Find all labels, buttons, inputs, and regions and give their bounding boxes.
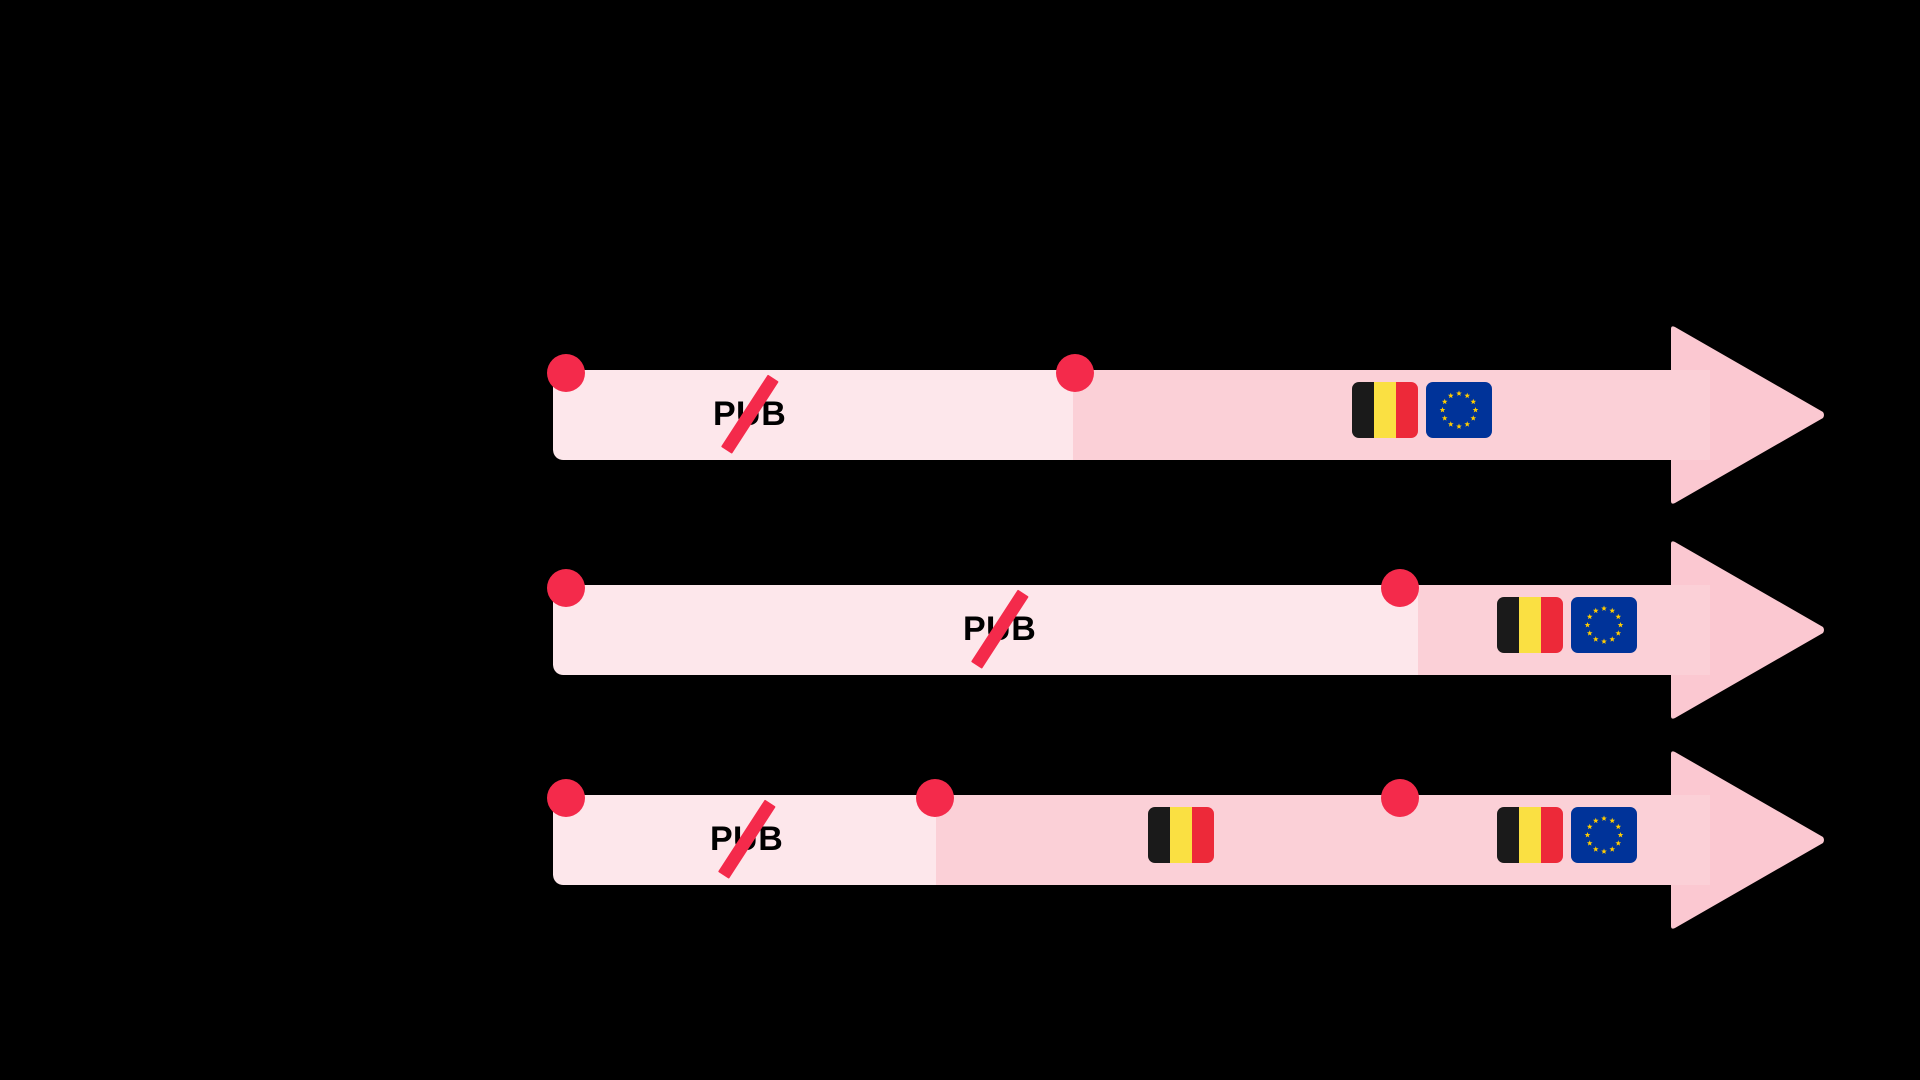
timeline-segment[interactable] [1418, 585, 1710, 675]
belgium-flag-icon [1148, 807, 1214, 863]
no-advertising-icon: PUB [713, 374, 786, 454]
flag-group [1352, 382, 1492, 438]
belgium-flag-icon [1497, 807, 1563, 863]
timeline-marker-dot-icon[interactable] [1381, 779, 1419, 817]
no-advertising-icon: PUB [963, 589, 1036, 669]
timeline-segment[interactable] [553, 370, 1073, 460]
no-advertising-icon: PUB [710, 799, 783, 879]
belgium-flag-icon [1352, 382, 1418, 438]
timeline-marker-dot-icon[interactable] [547, 779, 585, 817]
flag-group [1497, 597, 1637, 653]
eu-flag-icon [1571, 807, 1637, 863]
timeline-marker-dot-icon[interactable] [547, 569, 585, 607]
timeline-marker-dot-icon[interactable] [547, 354, 585, 392]
eu-flag-icon [1426, 382, 1492, 438]
eu-flag-icon [1571, 597, 1637, 653]
timeline-marker-dot-icon[interactable] [1381, 569, 1419, 607]
flag-group [1148, 807, 1214, 863]
timeline-marker-dot-icon[interactable] [1056, 354, 1094, 392]
flag-group [1497, 807, 1637, 863]
belgium-flag-icon [1497, 597, 1563, 653]
timeline-marker-dot-icon[interactable] [916, 779, 954, 817]
